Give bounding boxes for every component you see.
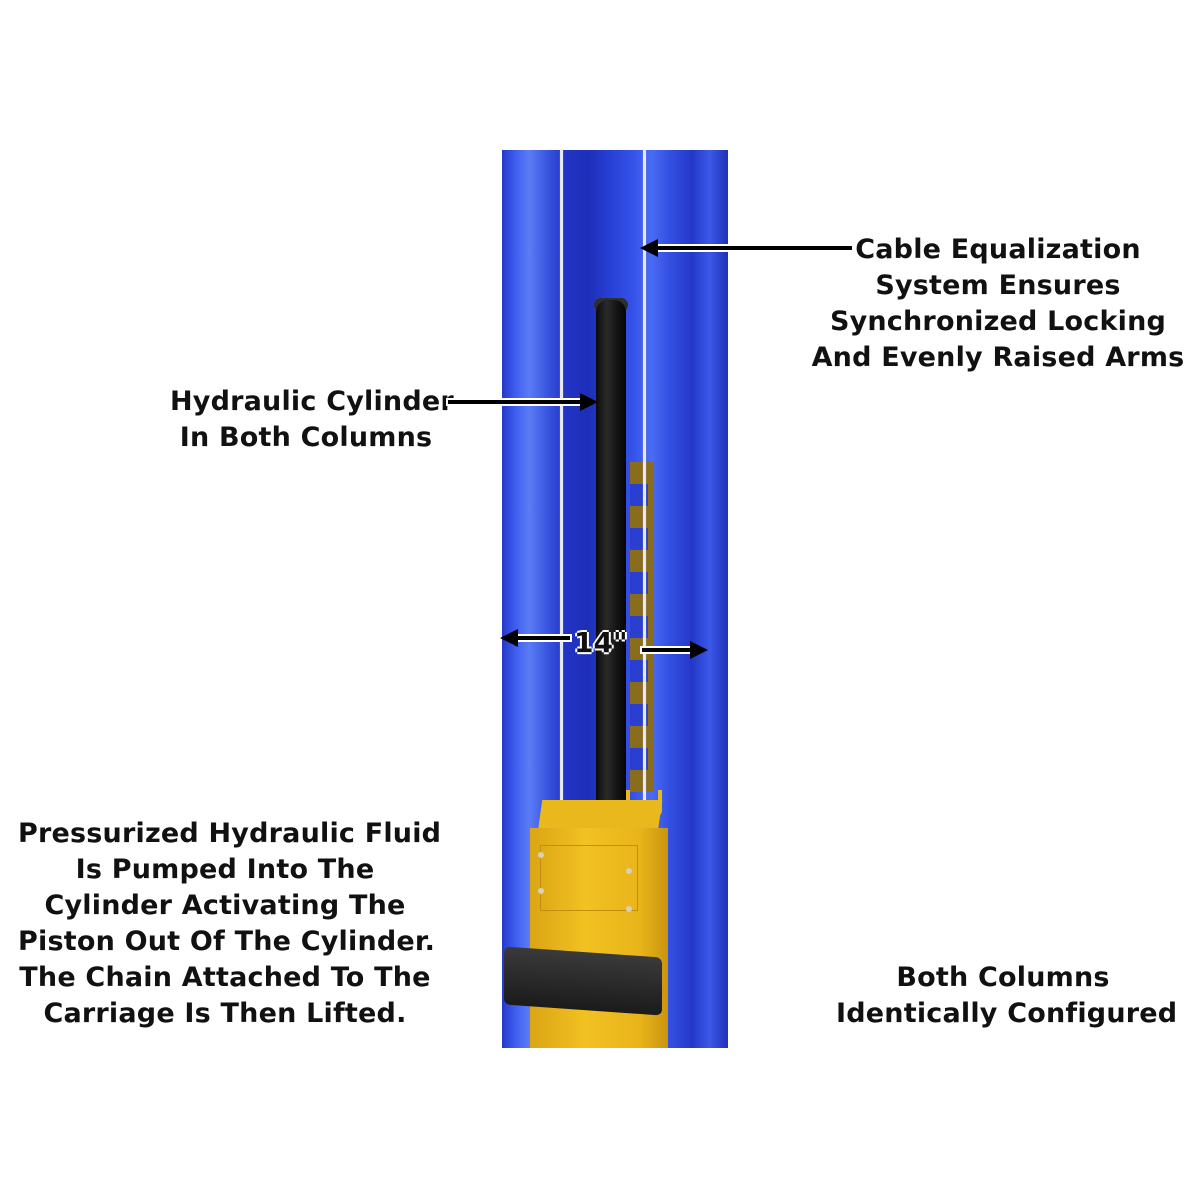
callout-line: Piston Out Of The Cylinder. xyxy=(18,926,436,957)
bolt-icon xyxy=(538,888,544,894)
callout-line: The Chain Attached To The xyxy=(19,962,431,993)
arrow-right-icon xyxy=(448,393,598,411)
callout-line: Cable Equalization xyxy=(855,234,1141,265)
arrow-left-icon xyxy=(640,239,852,257)
dimension-label: 14" xyxy=(574,626,628,659)
callout-line: Carriage Is Then Lifted. xyxy=(43,998,407,1029)
callout-line: System Ensures xyxy=(875,270,1121,301)
callout-line: Cylinder Activating The xyxy=(44,890,406,921)
safety-lock-ladder xyxy=(630,462,654,792)
carriage-plate xyxy=(540,845,638,911)
callout-line: Both Columns xyxy=(896,962,1110,993)
arrow-left-icon xyxy=(500,629,570,647)
callout-line: Hydraulic Cylinder xyxy=(170,386,454,417)
bolt-icon xyxy=(538,852,544,858)
callout-cable-equalization: Cable Equalization System Ensures Synchr… xyxy=(810,232,1186,376)
rubber-bumper-pad xyxy=(504,946,662,1016)
callout-line: And Evenly Raised Arms xyxy=(811,342,1185,373)
callout-hydraulic-cylinder: Hydraulic Cylinder In Both Columns xyxy=(170,384,454,456)
callout-line: In Both Columns xyxy=(179,422,433,453)
bolt-icon xyxy=(626,868,632,874)
bolt-icon xyxy=(626,906,632,912)
lock-latch xyxy=(626,790,662,818)
callout-line: Identically Configured xyxy=(836,998,1178,1029)
equalization-cable-right xyxy=(643,150,646,800)
callout-hydraulic-fluid: Pressurized Hydraulic Fluid Is Pumped In… xyxy=(18,816,442,1032)
callout-line: Synchronized Locking xyxy=(829,306,1167,337)
callout-both-columns: Both Columns Identically Configured xyxy=(836,960,1178,1032)
hydraulic-cylinder xyxy=(596,300,626,830)
arrow-right-icon xyxy=(642,641,708,659)
callout-line: Is Pumped Into The xyxy=(75,854,375,885)
callout-line: Pressurized Hydraulic Fluid xyxy=(18,818,442,849)
equalization-cable-left xyxy=(560,150,563,820)
